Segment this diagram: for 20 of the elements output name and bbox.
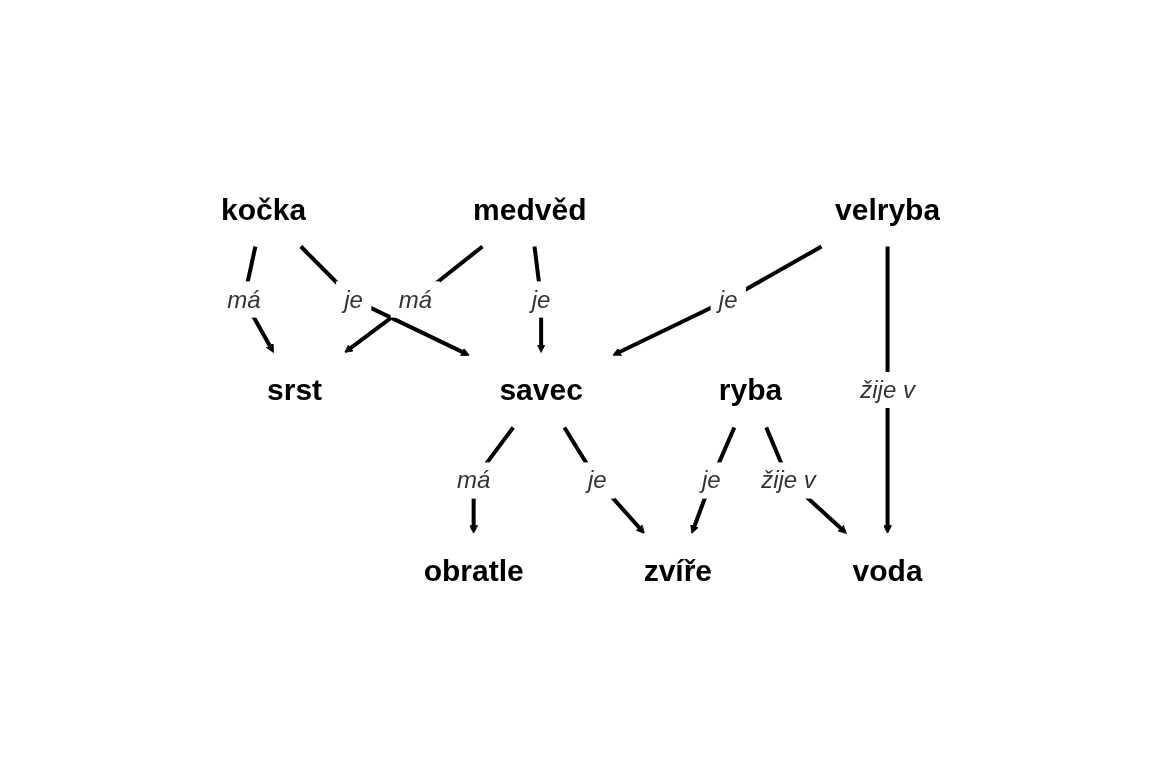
edge-label: má: [457, 466, 491, 493]
edge-label: žije v: [761, 466, 817, 493]
arrow: [299, 244, 471, 356]
node-text: medvěd: [473, 192, 587, 225]
node-text: velryba: [835, 192, 941, 225]
node-text: srst: [267, 373, 323, 406]
arrow: [883, 246, 893, 534]
node-text: voda: [852, 554, 924, 587]
edge-label: má: [399, 285, 433, 312]
node-text: obratle: [424, 554, 525, 587]
node-text: ryba: [719, 373, 783, 406]
arrow: [344, 244, 485, 353]
node-text: savec: [499, 373, 584, 406]
arrow: [690, 426, 737, 534]
arrow: [563, 425, 646, 534]
edge-label: žije v: [860, 375, 916, 403]
node-text: zvíře: [644, 554, 713, 587]
arrow: [612, 244, 823, 356]
node-text: kočka: [221, 192, 307, 225]
edge-label: má: [227, 285, 261, 312]
